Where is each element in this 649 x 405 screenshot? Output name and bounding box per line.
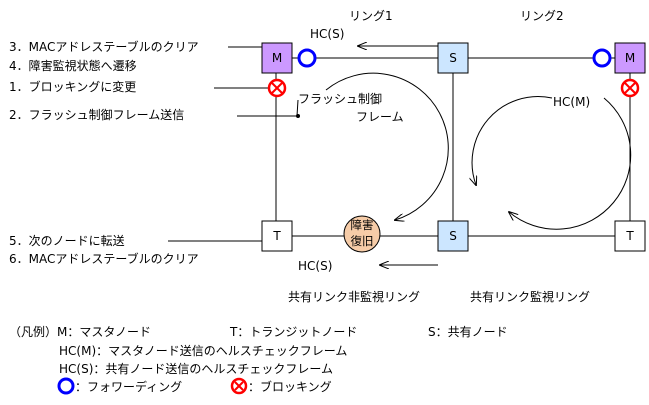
step-1: 1．ブロッキングに変更 — [9, 79, 136, 94]
svg-text:T: T — [625, 229, 634, 243]
step-6: 6．MACアドレステーブルのクリア — [9, 251, 199, 266]
legend-master: （凡例）M：マスタノード — [9, 325, 151, 339]
monitor-ring-label: 共有リンク監視リング — [470, 289, 590, 304]
legend-blocking-icon — [230, 377, 248, 395]
legend: （凡例）M：マスタノード T：トランジットノード S：共有ノード HC(M)：マ… — [9, 325, 508, 395]
ring-links — [275, 57, 631, 237]
hc-shared-bottom-label: HC(S) — [298, 259, 332, 273]
ring2-label: リング2 — [520, 9, 564, 23]
step-3: 3．MACアドレステーブルのクリア — [9, 39, 199, 54]
recovery-node: 障害 復旧 — [343, 215, 381, 253]
legend-forwarding: ：フォワーディング — [75, 379, 182, 394]
svg-text:復旧: 復旧 — [351, 234, 374, 248]
blocking-port-icon — [267, 78, 287, 98]
legend-hc-shared: HC(S)：共有ノード送信のヘルスチェックフレーム — [59, 361, 333, 376]
hc-master-label: HC(M) — [553, 95, 590, 109]
legend-shared: S：共有ノード — [428, 325, 508, 339]
legend-blocking: ：ブロッキング — [248, 379, 332, 394]
hc-shared-top-label: HC(S) — [310, 27, 344, 41]
master-node-ring1: M — [261, 42, 293, 74]
legend-transit: T：トランジットノード — [229, 325, 357, 339]
legend-forwarding-icon — [57, 377, 75, 395]
hc-arc-ring2-left — [472, 96, 553, 185]
step-5: 5．次のノードに転送 — [9, 233, 125, 248]
ring1-label: リング1 — [349, 9, 393, 23]
svg-text:障害: 障害 — [351, 218, 374, 232]
step-leaders — [168, 45, 300, 243]
transit-node-ring2: T — [614, 220, 646, 252]
step-2: 2．フラッシュ制御フレーム送信 — [9, 107, 184, 122]
forwarding-port-icon — [297, 48, 317, 68]
legend-hc-master: HC(M)：マスタノード送信のヘルスチェックフレーム — [59, 343, 347, 358]
svg-text:T: T — [272, 229, 281, 243]
flush-label-line1: フラッシュ制御 — [298, 91, 382, 106]
shared-node-top: S — [437, 42, 469, 74]
step-4: 4．障害監視状態へ遷移 — [9, 58, 137, 73]
blocking-port-icon — [620, 78, 640, 98]
flush-label-line2: フレーム — [356, 110, 404, 124]
svg-text:S: S — [449, 51, 457, 65]
svg-text:S: S — [449, 229, 457, 243]
shared-node-bottom: S — [437, 220, 469, 252]
transit-node-ring1: T — [261, 220, 293, 252]
svg-text:M: M — [272, 51, 282, 65]
hc-arc-ring2-bottom — [509, 97, 632, 230]
flush-arc-ring1 — [325, 72, 449, 220]
forwarding-port-icon — [592, 48, 612, 68]
non-monitor-ring-label: 共有リンク非監視リング — [288, 289, 420, 304]
svg-text:M: M — [625, 51, 635, 65]
master-node-ring2: M — [614, 42, 646, 74]
